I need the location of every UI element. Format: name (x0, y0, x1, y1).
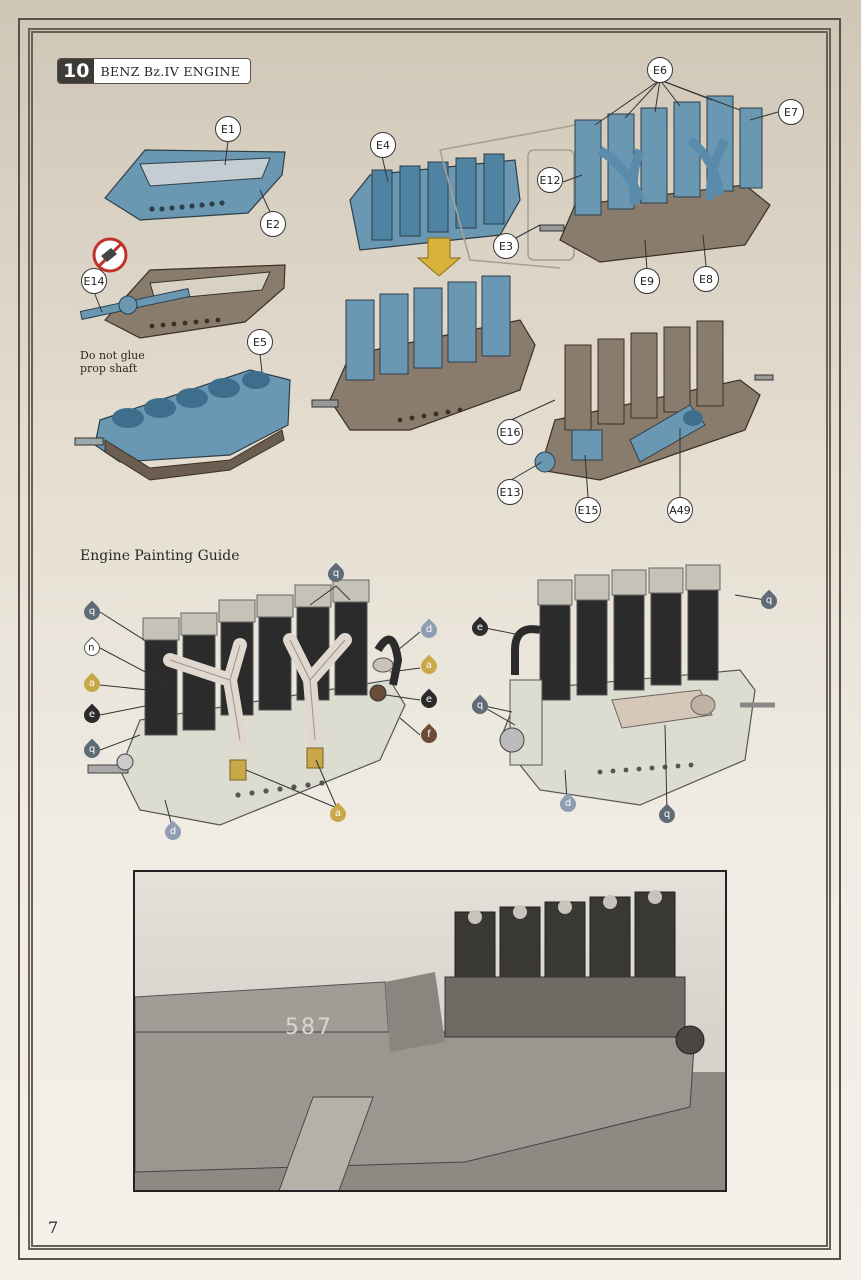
paint-drop-d: d (556, 792, 580, 816)
part-label-e13: E13 (497, 479, 523, 505)
paint-drop-e: e (468, 616, 492, 640)
paint-drop-a: a (326, 802, 350, 826)
photo-marking: 587 (285, 1015, 333, 1040)
part-label-e3: E3 (493, 233, 519, 259)
part-label-e8: E8 (693, 266, 719, 292)
page-border-inner (28, 28, 831, 1250)
part-label-e9: E9 (634, 268, 660, 294)
part-label-e15: E15 (575, 497, 601, 523)
step-header: 10 BENZ Bz.IV ENGINE (57, 58, 252, 84)
paint-drop-a: a (417, 654, 441, 678)
painting-guide-title: Engine Painting Guide (80, 548, 240, 564)
part-label-e16: E16 (497, 419, 523, 445)
part-label-e6: E6 (647, 57, 673, 83)
paint-drop-e: e (80, 703, 104, 727)
part-label-e1: E1 (215, 116, 241, 142)
page-number: 7 (48, 1218, 59, 1237)
historical-photo: 587 (133, 870, 727, 1192)
prop-shaft-note: Do not glue prop shaft (80, 349, 190, 375)
part-label-e7: E7 (778, 99, 804, 125)
paint-drop-d: d (161, 820, 185, 844)
paint-drop-e: e (417, 688, 441, 712)
page-border-outer (18, 18, 841, 1260)
part-label-e14: E14 (81, 268, 107, 294)
note-line-2: prop shaft (80, 362, 138, 375)
part-label-e4: E4 (370, 132, 396, 158)
part-label-e5: E5 (247, 329, 273, 355)
part-label-a49: A49 (667, 497, 693, 523)
step-title: BENZ Bz.IV ENGINE (100, 63, 241, 79)
paint-drop-q: q (468, 694, 492, 718)
paint-drop-q: q (80, 738, 104, 762)
paint-drop-q: q (80, 600, 104, 624)
step-number: 10 (58, 59, 95, 83)
paint-drop-q: q (757, 589, 781, 613)
paint-drop-q: q (655, 803, 679, 827)
part-label-e2: E2 (260, 211, 286, 237)
paint-drop-a: a (80, 672, 104, 696)
paint-drop-f: f (417, 723, 441, 747)
part-label-e12: E12 (537, 167, 563, 193)
paint-drop-d: d (417, 618, 441, 642)
note-line-1: Do not glue (80, 349, 145, 362)
paint-drop-q: q (324, 562, 348, 586)
